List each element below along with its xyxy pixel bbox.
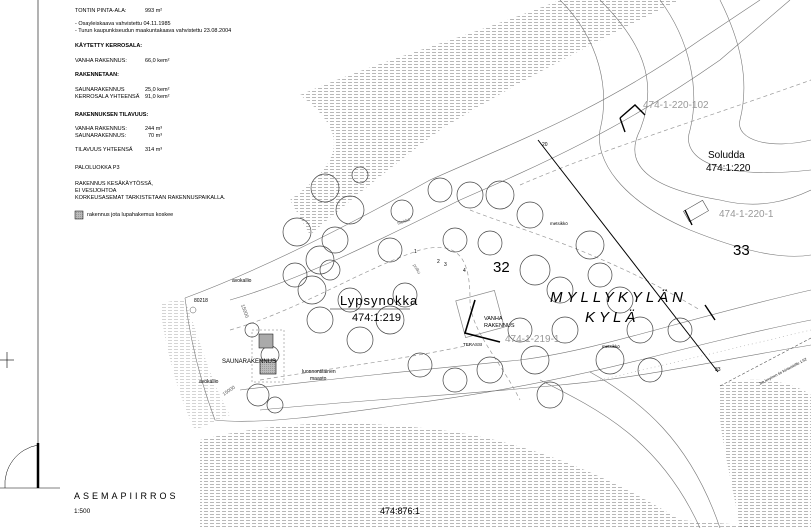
bedrock-label: avokallio bbox=[232, 278, 252, 284]
row-label: SAUNARAKENNUS bbox=[75, 87, 125, 93]
water-hatch-south bbox=[200, 423, 780, 528]
legend-swatch bbox=[74, 210, 84, 220]
parcel-219-name: Lypsynokka bbox=[340, 293, 418, 308]
old-building-outline bbox=[463, 299, 501, 343]
legend-text: rakennus jota lupahakemus koskee bbox=[87, 212, 174, 218]
village-name-line1: MYLLYKYLÄN bbox=[550, 289, 687, 306]
parcel-boundary-line bbox=[537, 139, 719, 373]
sauna-building[interactable] bbox=[259, 359, 277, 375]
bedrock-label: avokallio bbox=[199, 379, 219, 385]
boundary-label-33: 33 bbox=[715, 367, 721, 373]
natural-terrain-label: luonnontilainen bbox=[302, 369, 336, 375]
row-value: 314 m³ bbox=[145, 147, 163, 153]
row-label: SAUNARAKENNUS: bbox=[75, 133, 127, 139]
sauna-plot bbox=[251, 329, 285, 383]
tree-circles bbox=[244, 166, 693, 414]
neighbor-building-220-1 bbox=[683, 199, 709, 223]
contour-lines bbox=[184, 0, 811, 528]
point-label: 3 bbox=[444, 262, 447, 268]
code-220-1: 474-1-220-1 bbox=[719, 209, 774, 220]
used-row: VANHA RAKENNUS: 66,0 kem² bbox=[75, 58, 169, 64]
dimension-label: 15000 bbox=[239, 304, 249, 319]
point-label: 1 bbox=[414, 249, 417, 255]
old-building-plot bbox=[455, 290, 505, 338]
water-hatch-north bbox=[290, 0, 680, 235]
code-220-102: 474-1-220-102 bbox=[643, 100, 709, 111]
row-label: TILAVUUS YHTEENSÄ bbox=[75, 147, 133, 153]
row-value: 66,0 kem² bbox=[145, 58, 170, 64]
build-row: SAUNARAKENNUS 25,0 kem² bbox=[75, 87, 169, 93]
drawing-scale: 1:500 bbox=[74, 508, 91, 515]
sand-label: hiekka bbox=[397, 217, 411, 226]
building-east bbox=[704, 304, 716, 321]
sauna-terrace bbox=[258, 333, 274, 349]
row-value: 91,0 kem² bbox=[145, 94, 170, 100]
block-32: 32 bbox=[493, 259, 510, 276]
plot-area-label: TONTIN PINTA-ALA: bbox=[75, 8, 127, 14]
plot-area-row: TONTIN PINTA-ALA: 993 m² bbox=[75, 8, 162, 14]
remark: RAKENNUS KESÄKÄYTÖSSÄ, bbox=[75, 181, 153, 187]
terrace-label: TERASSI bbox=[463, 342, 482, 347]
note: - Osayleiskaava vahvistettu 04.11.1985 bbox=[75, 21, 171, 27]
neighbor-building-220-1-wall bbox=[684, 209, 693, 226]
parcel-220-name: Soludda bbox=[708, 150, 745, 161]
old-building-label: RAKENNUS bbox=[484, 323, 515, 329]
natural-terrain-label: maasto bbox=[310, 376, 327, 382]
note: - Turun kaupunkiseudun maakuntakaava vah… bbox=[75, 28, 232, 34]
row-label: VANHA RAKENNUS: bbox=[75, 126, 127, 132]
parcel-219-id: 474:1:219 bbox=[352, 312, 401, 324]
village-name-line2: KYLÄ bbox=[585, 309, 639, 326]
parcel-220-id: 474:1:220 bbox=[706, 163, 751, 174]
drawing-title: ASEMAPIIRROS bbox=[74, 491, 179, 501]
dimension-label: 15000 bbox=[222, 385, 237, 398]
volume-heading: RAKENNUKSEN TILAVUUS: bbox=[75, 112, 149, 118]
ref-point-label: 80218 bbox=[194, 298, 208, 304]
row-value: 70 m³ bbox=[148, 133, 163, 139]
forest-label: metsikkö bbox=[602, 344, 620, 349]
volume-total-row: TILAVUUS YHTEENSÄ 314 m³ bbox=[75, 147, 162, 153]
volume-row: VANHA RAKENNUS: 244 m³ bbox=[75, 126, 162, 132]
ref-point-marker bbox=[189, 306, 197, 314]
road-line bbox=[719, 337, 811, 387]
point-label: 2 bbox=[437, 259, 440, 265]
to-build-heading: RAKENNETAAN: bbox=[75, 72, 119, 78]
row-value: 25,0 kem² bbox=[145, 87, 170, 93]
boundary-label-20: 20 bbox=[542, 142, 548, 148]
title-block-arc bbox=[4, 444, 39, 489]
path-label: polku bbox=[412, 263, 422, 275]
used-floor-area-heading: KÄYTETTY KERROSALA: bbox=[75, 43, 143, 49]
block-33: 33 bbox=[733, 242, 750, 259]
old-building-label: VANHA bbox=[484, 316, 503, 322]
forest-label: metsikkö bbox=[550, 221, 568, 226]
row-label: KERROSALA YHTEENSÄ bbox=[75, 94, 140, 100]
sauna-label[interactable]: SAUNARAKENNUS bbox=[222, 359, 276, 365]
sheet-id: 474:876:1 bbox=[380, 506, 421, 516]
remark: KORKEUSASEMAT TARKISTETAAN RAKENNUSPAIKA… bbox=[75, 195, 226, 201]
dashed-lines bbox=[229, 79, 811, 401]
build-row: KERROSALA YHTEENSÄ 91,0 kem² bbox=[75, 94, 169, 100]
row-label: VANHA RAKENNUS: bbox=[75, 58, 127, 64]
volume-row: SAUNARAKENNUS: 70 m³ bbox=[75, 133, 162, 139]
code-219-1: 474-1-219-1 bbox=[505, 334, 560, 345]
remark: EI VESIJOHTOA bbox=[75, 188, 117, 194]
row-value: 244 m³ bbox=[145, 126, 163, 132]
neighbor-building-102 bbox=[619, 104, 646, 133]
fire-class: PALOLUOKKA P3 bbox=[75, 165, 120, 171]
water-hatch-west bbox=[160, 300, 230, 430]
road-line bbox=[599, 329, 811, 381]
water-hatch-southeast bbox=[719, 379, 811, 528]
point-label: 4 bbox=[463, 268, 466, 274]
plot-area-value: 993 m² bbox=[145, 8, 163, 14]
crosshair-mark bbox=[0, 352, 14, 368]
